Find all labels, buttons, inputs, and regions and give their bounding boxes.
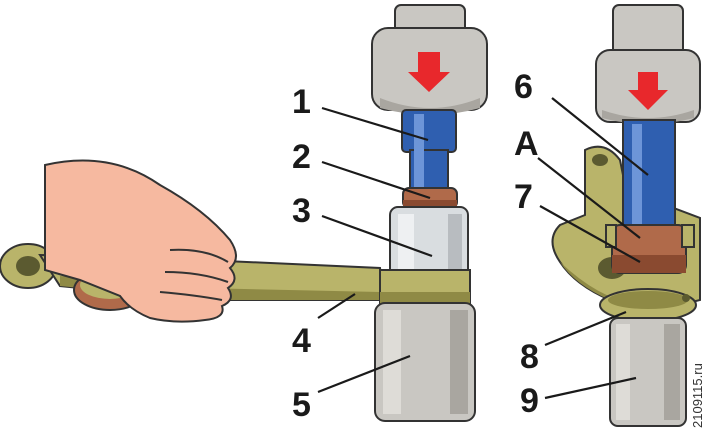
- leader-7: [539, 205, 641, 263]
- leader-A: [537, 157, 641, 239]
- left-punch: [401, 109, 457, 191]
- leader-2: [321, 160, 431, 200]
- callout-2: 2: [292, 138, 311, 176]
- leader-3: [321, 214, 433, 258]
- leader-5: [317, 354, 411, 394]
- callout-9: 9: [520, 382, 539, 420]
- callout-7: 7: [514, 178, 533, 216]
- callout-8: 8: [520, 338, 539, 376]
- leader-4: [317, 293, 356, 319]
- leader-6: [551, 97, 649, 176]
- down-arrow-icon: [408, 52, 450, 92]
- left-sleeve: [389, 206, 469, 282]
- right-punch: [622, 119, 676, 231]
- callout-4: 4: [292, 322, 311, 360]
- leader-9: [544, 376, 637, 400]
- leader-1: [321, 106, 429, 142]
- hand-icon: [44, 159, 237, 323]
- leader-lines: [317, 97, 649, 400]
- left-assembly: [0, 4, 488, 422]
- right-bushing: [605, 224, 695, 274]
- callout-3: 3: [292, 192, 311, 230]
- callout-6: 6: [514, 68, 533, 106]
- right-base-support: [609, 317, 687, 427]
- left-base-support: [374, 302, 476, 422]
- callout-A: A: [514, 125, 539, 163]
- down-arrow-icon: [628, 72, 668, 110]
- callout-1: 1: [292, 83, 311, 121]
- callout-labels: 1 2 3 4 5 6 A 7 8 9: [292, 68, 539, 424]
- callout-5: 5: [292, 386, 311, 424]
- watermark: 2109115.ru: [690, 363, 705, 428]
- leader-8: [544, 310, 627, 347]
- right-assembly: [551, 4, 701, 427]
